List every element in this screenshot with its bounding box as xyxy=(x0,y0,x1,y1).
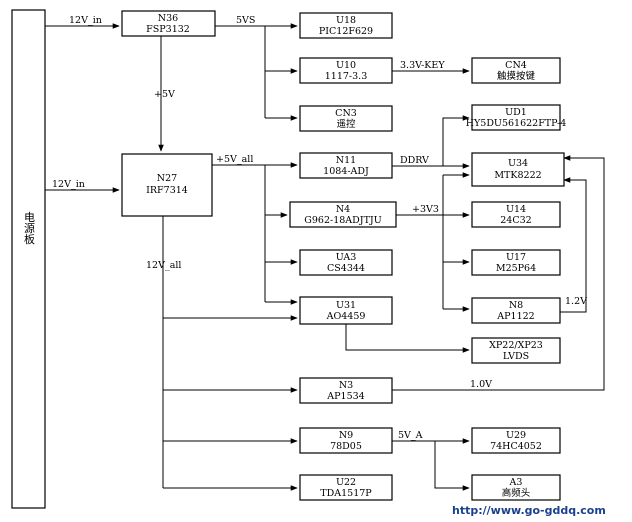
block-n8: N8 AP1122 xyxy=(471,297,561,324)
net-label-3v3-key: 3.3V-KEY xyxy=(400,60,445,71)
block-n11: N11 1084-ADJ xyxy=(299,152,393,179)
block-u17-ref: U17 xyxy=(506,252,526,263)
block-xp22-ref: XP22/XP23 xyxy=(489,340,543,351)
block-n4-part: G962-18ADJTJU xyxy=(304,215,381,226)
net-label-12v-all: 12V_all xyxy=(146,260,181,271)
block-a3: A3 高频头 xyxy=(471,474,561,501)
block-n27-ref: N27 xyxy=(157,173,177,184)
block-n11-ref: N11 xyxy=(336,155,356,166)
block-n3-ref: N3 xyxy=(339,380,353,391)
block-cn3-part: 遥控 xyxy=(336,118,356,130)
block-n11-part: 1084-ADJ xyxy=(323,166,369,177)
block-u22: U22 TDA1517P xyxy=(299,474,393,501)
block-xp22: XP22/XP23 LVDS xyxy=(471,337,561,364)
block-a3-part: 高频头 xyxy=(502,487,531,499)
block-ud1-ref: UD1 xyxy=(505,107,527,118)
block-u17-part: M25P64 xyxy=(496,263,536,274)
wires xyxy=(45,23,605,491)
block-cn4-part: 触摸按键 xyxy=(497,70,536,82)
block-cn3-ref: CN3 xyxy=(335,108,357,119)
net-label-5vs: 5VS xyxy=(236,15,255,26)
block-n3-part: AP1534 xyxy=(326,391,364,402)
block-n36-ref: N36 xyxy=(158,13,178,24)
net-label-12v-in-mid: 12V_in xyxy=(52,179,85,190)
block-u10: U10 1117-3.3 xyxy=(299,57,393,84)
block-n4-ref: N4 xyxy=(336,204,350,215)
block-u29-ref: U29 xyxy=(506,430,526,441)
wire-1v2-feedback xyxy=(560,177,587,313)
block-u18: U18 PIC12F629 xyxy=(299,12,393,39)
block-u22-part: TDA1517P xyxy=(320,488,372,499)
block-u29: U29 74HC4052 xyxy=(471,427,561,454)
block-u22-ref: U22 xyxy=(336,477,356,488)
block-u18-ref: U18 xyxy=(336,15,356,26)
block-u14-part: 24C32 xyxy=(500,215,531,226)
block-u31: U31 AO4459 xyxy=(299,296,393,325)
block-n4: N4 G962-18ADJTJU xyxy=(289,201,397,228)
wire-1v0-feedback xyxy=(392,155,605,391)
power-board: 电源板 xyxy=(11,9,46,509)
wire-5va-a3 xyxy=(434,441,470,491)
block-cn3: CN3 遥控 xyxy=(299,105,393,132)
block-cn4: CN4 触摸按键 xyxy=(471,57,561,84)
block-n27: N27 IRF7314 xyxy=(121,153,213,217)
block-n9-ref: N9 xyxy=(339,430,353,441)
block-u10-ref: U10 xyxy=(336,60,356,71)
block-u29-part: 74HC4052 xyxy=(490,441,542,452)
block-u34-ref: U34 xyxy=(508,158,528,169)
block-n36: N36 FSP3132 xyxy=(121,10,216,37)
wire-u31-lvds xyxy=(345,324,470,353)
block-ud1: UD1 HY5DU561622FTP-4 xyxy=(466,104,567,131)
block-cn4-ref: CN4 xyxy=(505,60,527,71)
net-label-5v-a: 5V_A xyxy=(398,430,423,441)
block-n3: N3 AP1534 xyxy=(299,377,393,404)
block-u18-part: PIC12F629 xyxy=(319,26,373,37)
block-u14-ref: U14 xyxy=(506,204,526,215)
block-a3-ref: A3 xyxy=(509,477,523,488)
block-xp22-part: LVDS xyxy=(503,351,529,362)
block-ua3-part: CS4344 xyxy=(327,263,365,274)
net-label-ddrv: DDRV xyxy=(400,155,429,166)
block-ua3-ref: UA3 xyxy=(336,252,357,263)
block-n9-part: 78D05 xyxy=(330,441,362,452)
block-n8-ref: N8 xyxy=(509,300,523,311)
net-label-5v-all: +5V_all xyxy=(216,154,253,165)
block-ua3: UA3 CS4344 xyxy=(299,249,393,276)
block-n8-part: AP1122 xyxy=(496,311,534,322)
block-u17: U17 M25P64 xyxy=(471,249,561,276)
block-ud1-part: HY5DU561622FTP-4 xyxy=(466,118,567,129)
net-label-3v3: +3V3 xyxy=(412,204,439,215)
watermark-url: http://www.go-gddq.com xyxy=(452,504,606,517)
block-u31-part: AO4459 xyxy=(326,311,366,322)
block-u34-part: MTK8222 xyxy=(494,170,541,181)
block-n27-part: IRF7314 xyxy=(146,185,188,196)
power-board-label: 电源板 xyxy=(23,211,36,245)
net-label-5v: +5V xyxy=(154,89,175,100)
block-u10-part: 1117-3.3 xyxy=(325,71,368,82)
block-n36-part: FSP3132 xyxy=(146,24,190,35)
block-u34: U34 MTK8222 xyxy=(471,152,565,187)
block-u31-ref: U31 xyxy=(336,300,356,311)
net-label-1v2: 1.2V xyxy=(565,296,587,307)
block-n9: N9 78D05 xyxy=(299,427,393,454)
net-label-1v0: 1.0V xyxy=(470,379,492,390)
net-label-12v-in-top: 12V_in xyxy=(69,15,102,26)
wire-ddrv-ud1 xyxy=(442,115,470,166)
block-u14: U14 24C32 xyxy=(471,201,561,228)
